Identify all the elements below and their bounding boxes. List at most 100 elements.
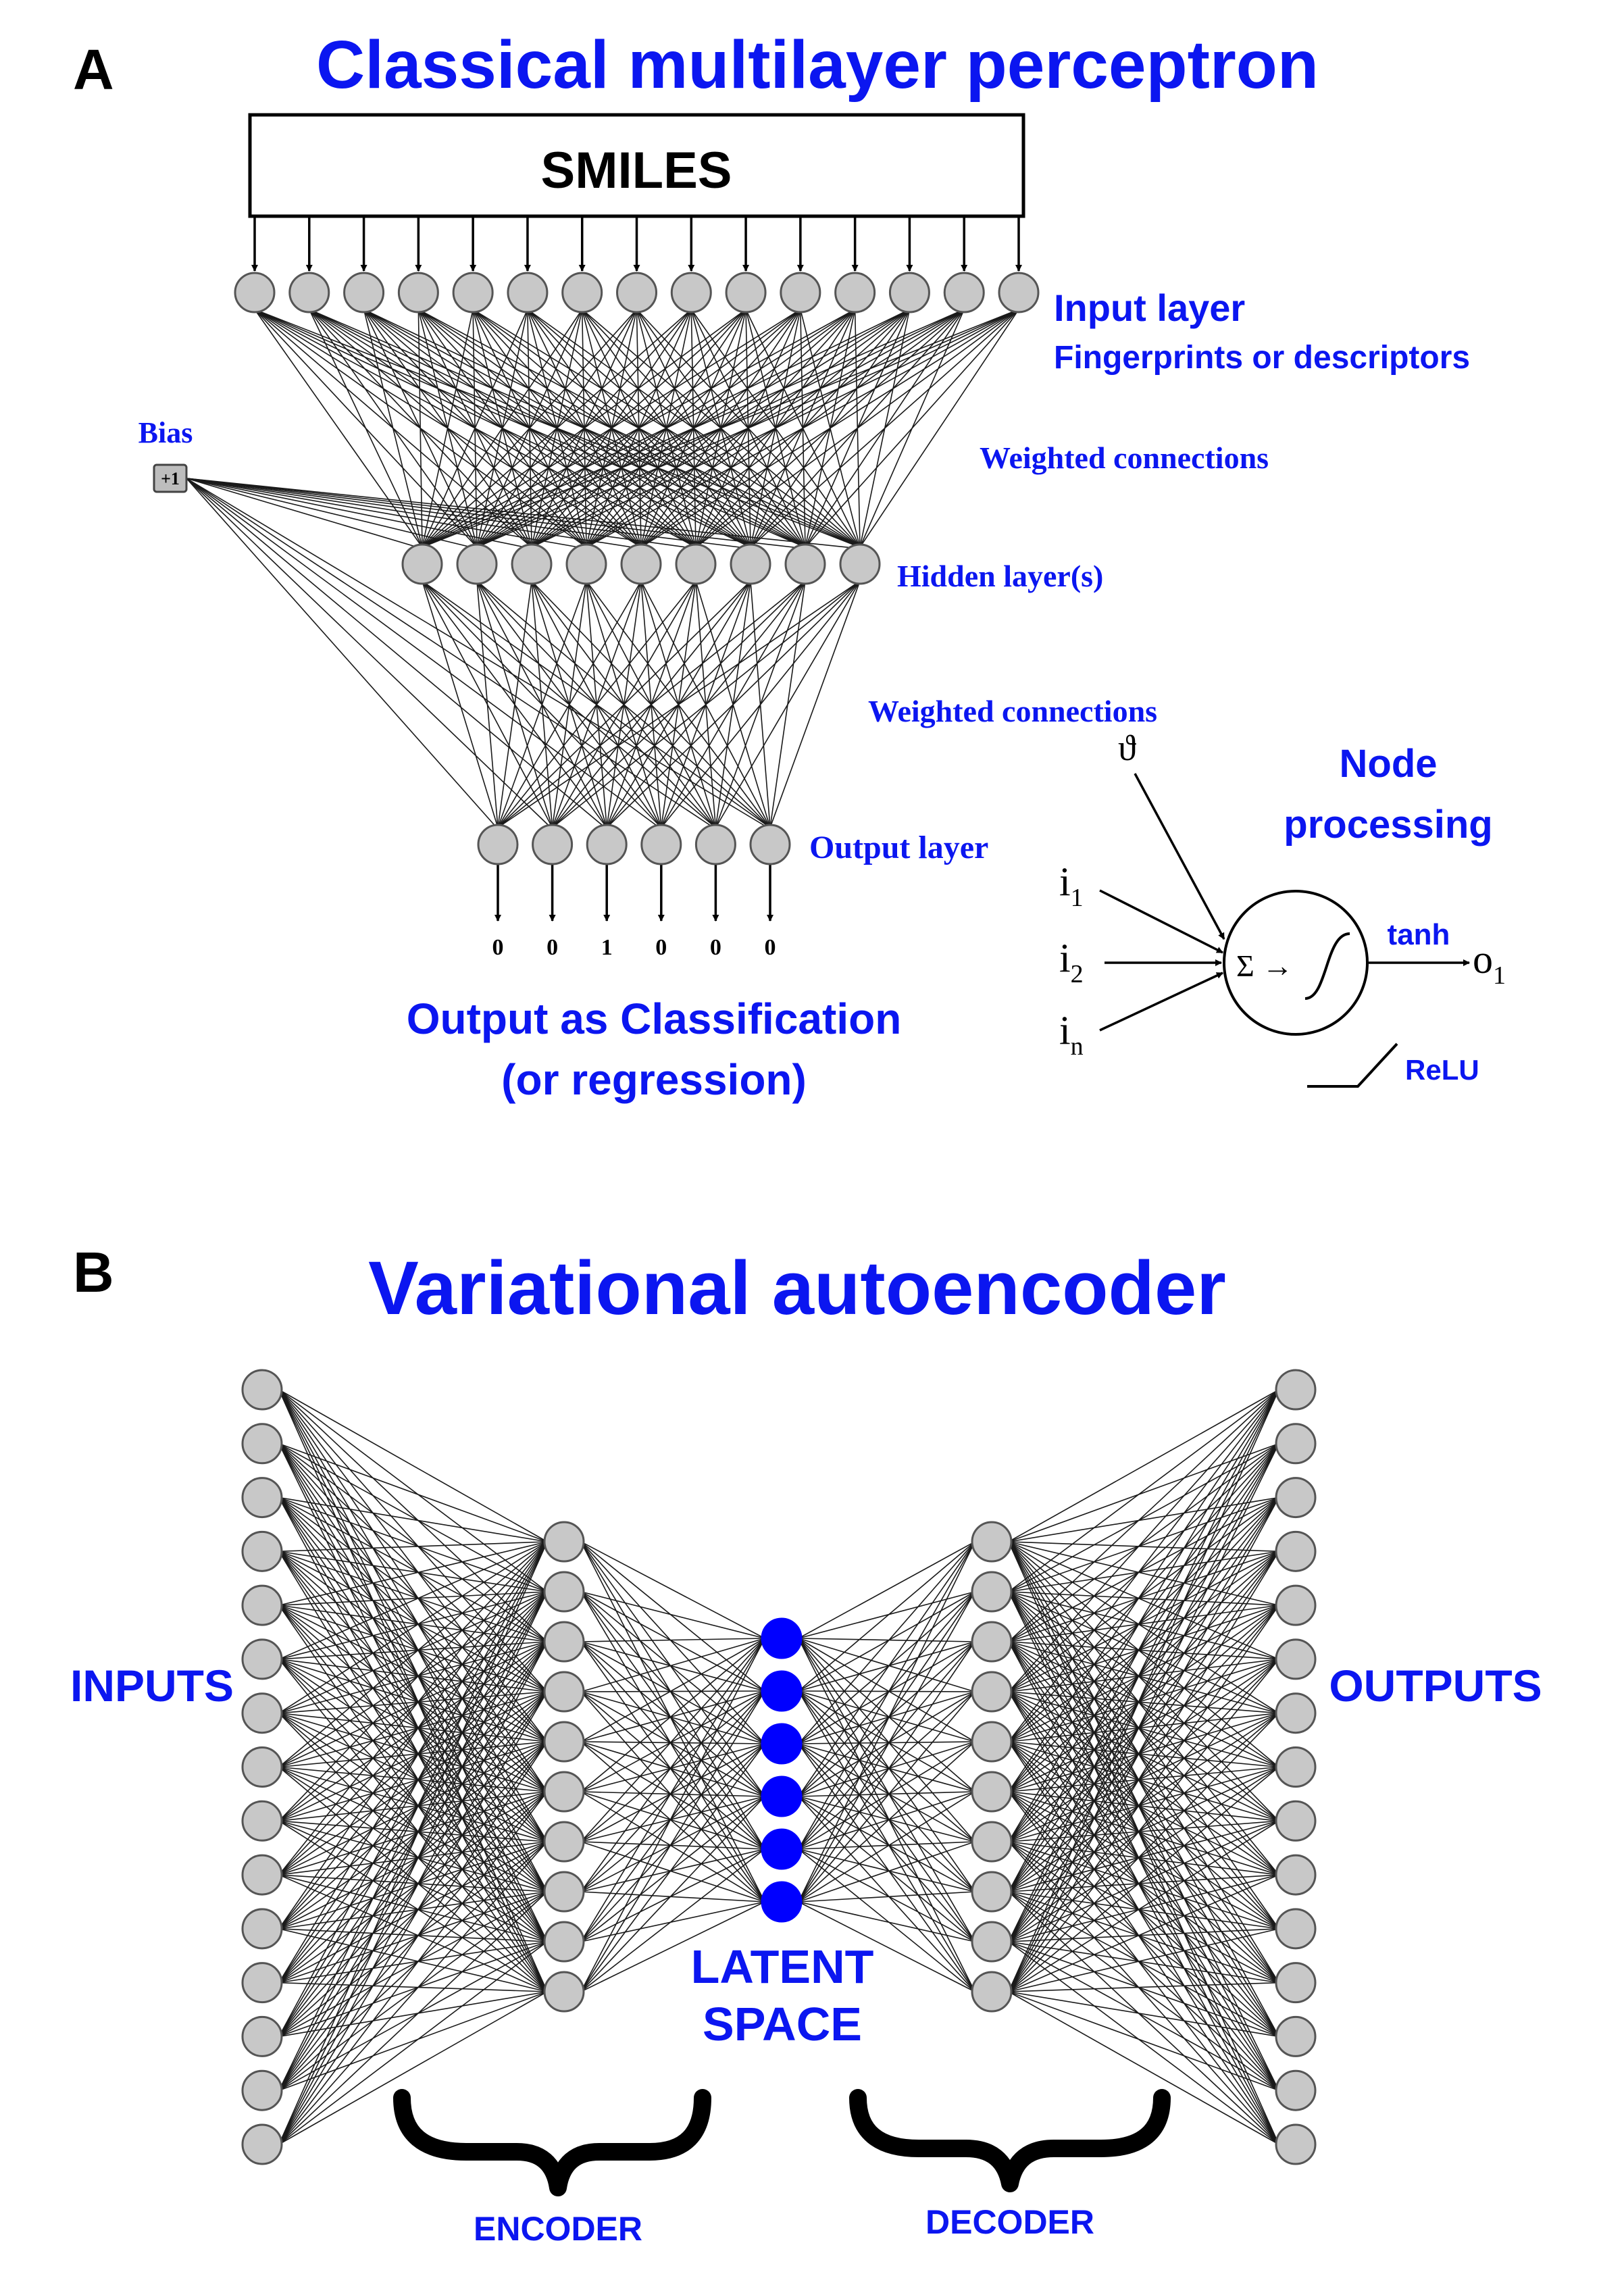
vae-connection <box>278 1541 548 1984</box>
vae-connection <box>278 1496 548 1592</box>
input-layer-label: Input layer <box>1054 286 1245 329</box>
connection-hidden-output <box>606 580 861 828</box>
vae-connection <box>1008 1641 1279 1714</box>
hidden-node <box>511 543 553 585</box>
input-node <box>241 1746 283 1788</box>
vae-connection <box>1008 1496 1279 1642</box>
vae-connection <box>580 1743 765 1892</box>
vae-connection <box>580 1638 765 1642</box>
vae-connection <box>798 1541 975 1639</box>
vae-connection <box>798 1690 975 1892</box>
encoder-node <box>543 1821 585 1863</box>
vae-connection <box>580 1641 765 1850</box>
vae-connection <box>278 1389 548 1642</box>
vae-connection <box>1008 1389 1279 1992</box>
input-node <box>670 272 712 313</box>
vae-connection <box>278 1874 548 1942</box>
vae-connection <box>278 1641 548 1714</box>
vae-connection <box>278 1841 548 2091</box>
decoder-node <box>971 1621 1013 1663</box>
output-node <box>586 824 628 865</box>
vae-connection <box>1008 1891 1279 2038</box>
vae-connection <box>1008 1841 1279 1875</box>
vae-connection <box>278 1641 548 1984</box>
vae-connection <box>798 1691 975 1744</box>
vae-connection <box>278 1497 548 1842</box>
vae-connection <box>1008 1641 1279 2091</box>
vae-connection <box>278 1496 548 1642</box>
vae-connection <box>278 1841 548 2038</box>
connection-input-hidden <box>254 309 423 548</box>
vae-connection <box>580 1690 765 1942</box>
vae-connection <box>580 1690 765 1792</box>
vae-connection <box>278 1591 548 1984</box>
vae-connection <box>580 1743 765 1992</box>
vae-connection <box>1008 1691 1279 2037</box>
vae-connection <box>278 1641 548 1875</box>
input-node <box>241 2069 283 2111</box>
vae-connection <box>278 1591 548 2091</box>
vae-connection <box>278 1591 548 1714</box>
output-caption-line-1: Output as Classification <box>407 994 902 1043</box>
connection-input-hidden <box>805 309 1019 548</box>
vae-connection <box>278 1605 548 1992</box>
vae-connection <box>798 1638 975 1842</box>
vae-connection <box>1008 1659 1279 1742</box>
vae-connection <box>1008 1791 1279 2091</box>
vae-connection <box>278 1551 548 1892</box>
vae-connection <box>580 1691 765 1744</box>
input-node <box>241 1369 283 1411</box>
vae-connection <box>278 1891 548 2145</box>
vae-connection <box>580 1638 765 1992</box>
vae-connection <box>580 1796 765 1892</box>
vae-connection <box>580 1690 765 1992</box>
vae-connection <box>1008 1591 1279 2037</box>
vae-connection <box>278 1541 548 1553</box>
panel-a-title: Classical multilayer perceptron <box>316 27 1319 103</box>
vae-connection <box>1008 1791 1279 1822</box>
vae-connection <box>798 1591 975 1692</box>
decoder-node <box>971 1521 1013 1563</box>
output-node <box>1275 1800 1317 1842</box>
vae-connection <box>1008 1691 1279 1984</box>
input-node <box>998 272 1040 313</box>
output-node <box>1275 1369 1317 1411</box>
vae-connection <box>278 1641 548 2037</box>
vae-connection <box>1008 1605 1279 1792</box>
input-node <box>943 272 985 313</box>
vae-connection <box>278 1891 548 2038</box>
input-i1: i1 <box>1059 859 1084 912</box>
mlp-connections <box>186 309 1019 830</box>
input-node <box>616 272 657 313</box>
vae-connection <box>278 1841 548 1875</box>
vae-connection <box>278 1443 548 1992</box>
vae-connection <box>580 1690 765 1692</box>
vae-connection <box>580 1741 765 1903</box>
vae-connection <box>278 1713 548 1892</box>
input-arrows <box>251 218 1022 922</box>
connection-input-hidden <box>695 309 1019 548</box>
vae-connection <box>278 1691 548 1822</box>
decoder-node <box>971 1871 1013 1913</box>
output-node <box>1275 1908 1317 1950</box>
output-node <box>1275 1962 1317 2004</box>
vae-connection <box>1008 1541 1279 1714</box>
connection-bias-output <box>186 478 607 830</box>
vae-connection <box>1008 1659 1279 1892</box>
vae-connection <box>278 1591 548 1930</box>
connection-input-hidden <box>422 309 856 548</box>
connection-bias-output <box>186 478 662 830</box>
vae-connection <box>798 1690 975 1692</box>
vae-connection <box>1008 1443 1279 1742</box>
vae-connection <box>1008 1389 1279 1692</box>
vae-connection <box>278 1641 548 1930</box>
hidden-node <box>401 543 443 585</box>
vae-connection <box>1008 1541 1279 1984</box>
input-node <box>241 1477 283 1519</box>
vae-connection <box>1008 1712 1279 1842</box>
vae-connection <box>278 1712 548 1742</box>
vae-connection <box>278 1766 548 1892</box>
vae-connection <box>1008 1741 1279 1984</box>
vae-connection <box>1008 1551 1279 1942</box>
vae-connection <box>1008 1551 1279 1642</box>
